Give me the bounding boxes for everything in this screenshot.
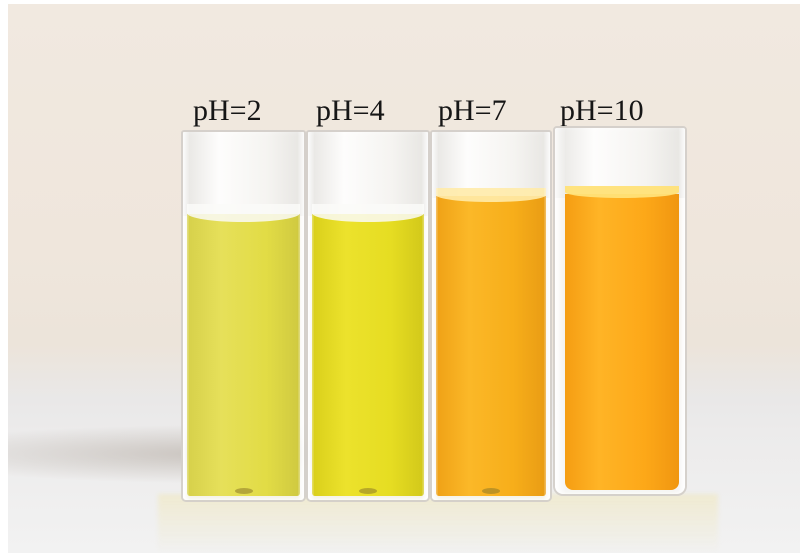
cuvette-ph7: [430, 130, 552, 502]
glass-edge: [308, 132, 314, 500]
cuvette-ph10: [553, 126, 687, 496]
liquid-ph2: [187, 214, 300, 496]
liquid-ph4: [312, 214, 424, 496]
cuvette-headspace: [183, 132, 304, 216]
label-ph10: pH=10: [560, 94, 644, 127]
bottom-spot: [359, 488, 377, 494]
meniscus: [565, 186, 679, 198]
meniscus: [312, 204, 424, 222]
glass-edge: [183, 132, 189, 500]
glass-edge: [544, 132, 550, 500]
liquid-ph10: [565, 194, 679, 490]
cuvette-headspace: [432, 132, 550, 198]
glass-edge: [298, 132, 304, 500]
floor-reflection: [158, 494, 718, 553]
cuvette-headspace: [308, 132, 428, 216]
meniscus: [187, 204, 300, 222]
liquid-ph7: [436, 196, 546, 496]
glass-edge: [422, 132, 428, 500]
bottom-spot: [234, 488, 253, 494]
glass-edge: [555, 128, 565, 494]
cuvette-ph4: [306, 130, 430, 502]
bottom-spot: [482, 488, 500, 494]
label-ph7: pH=7: [438, 94, 507, 127]
cuvette-ph2: [181, 130, 306, 502]
meniscus: [436, 188, 546, 202]
label-ph2: pH=2: [193, 94, 262, 127]
glass-edge: [432, 132, 438, 500]
label-ph4: pH=4: [316, 94, 385, 127]
glass-edge: [679, 128, 685, 494]
